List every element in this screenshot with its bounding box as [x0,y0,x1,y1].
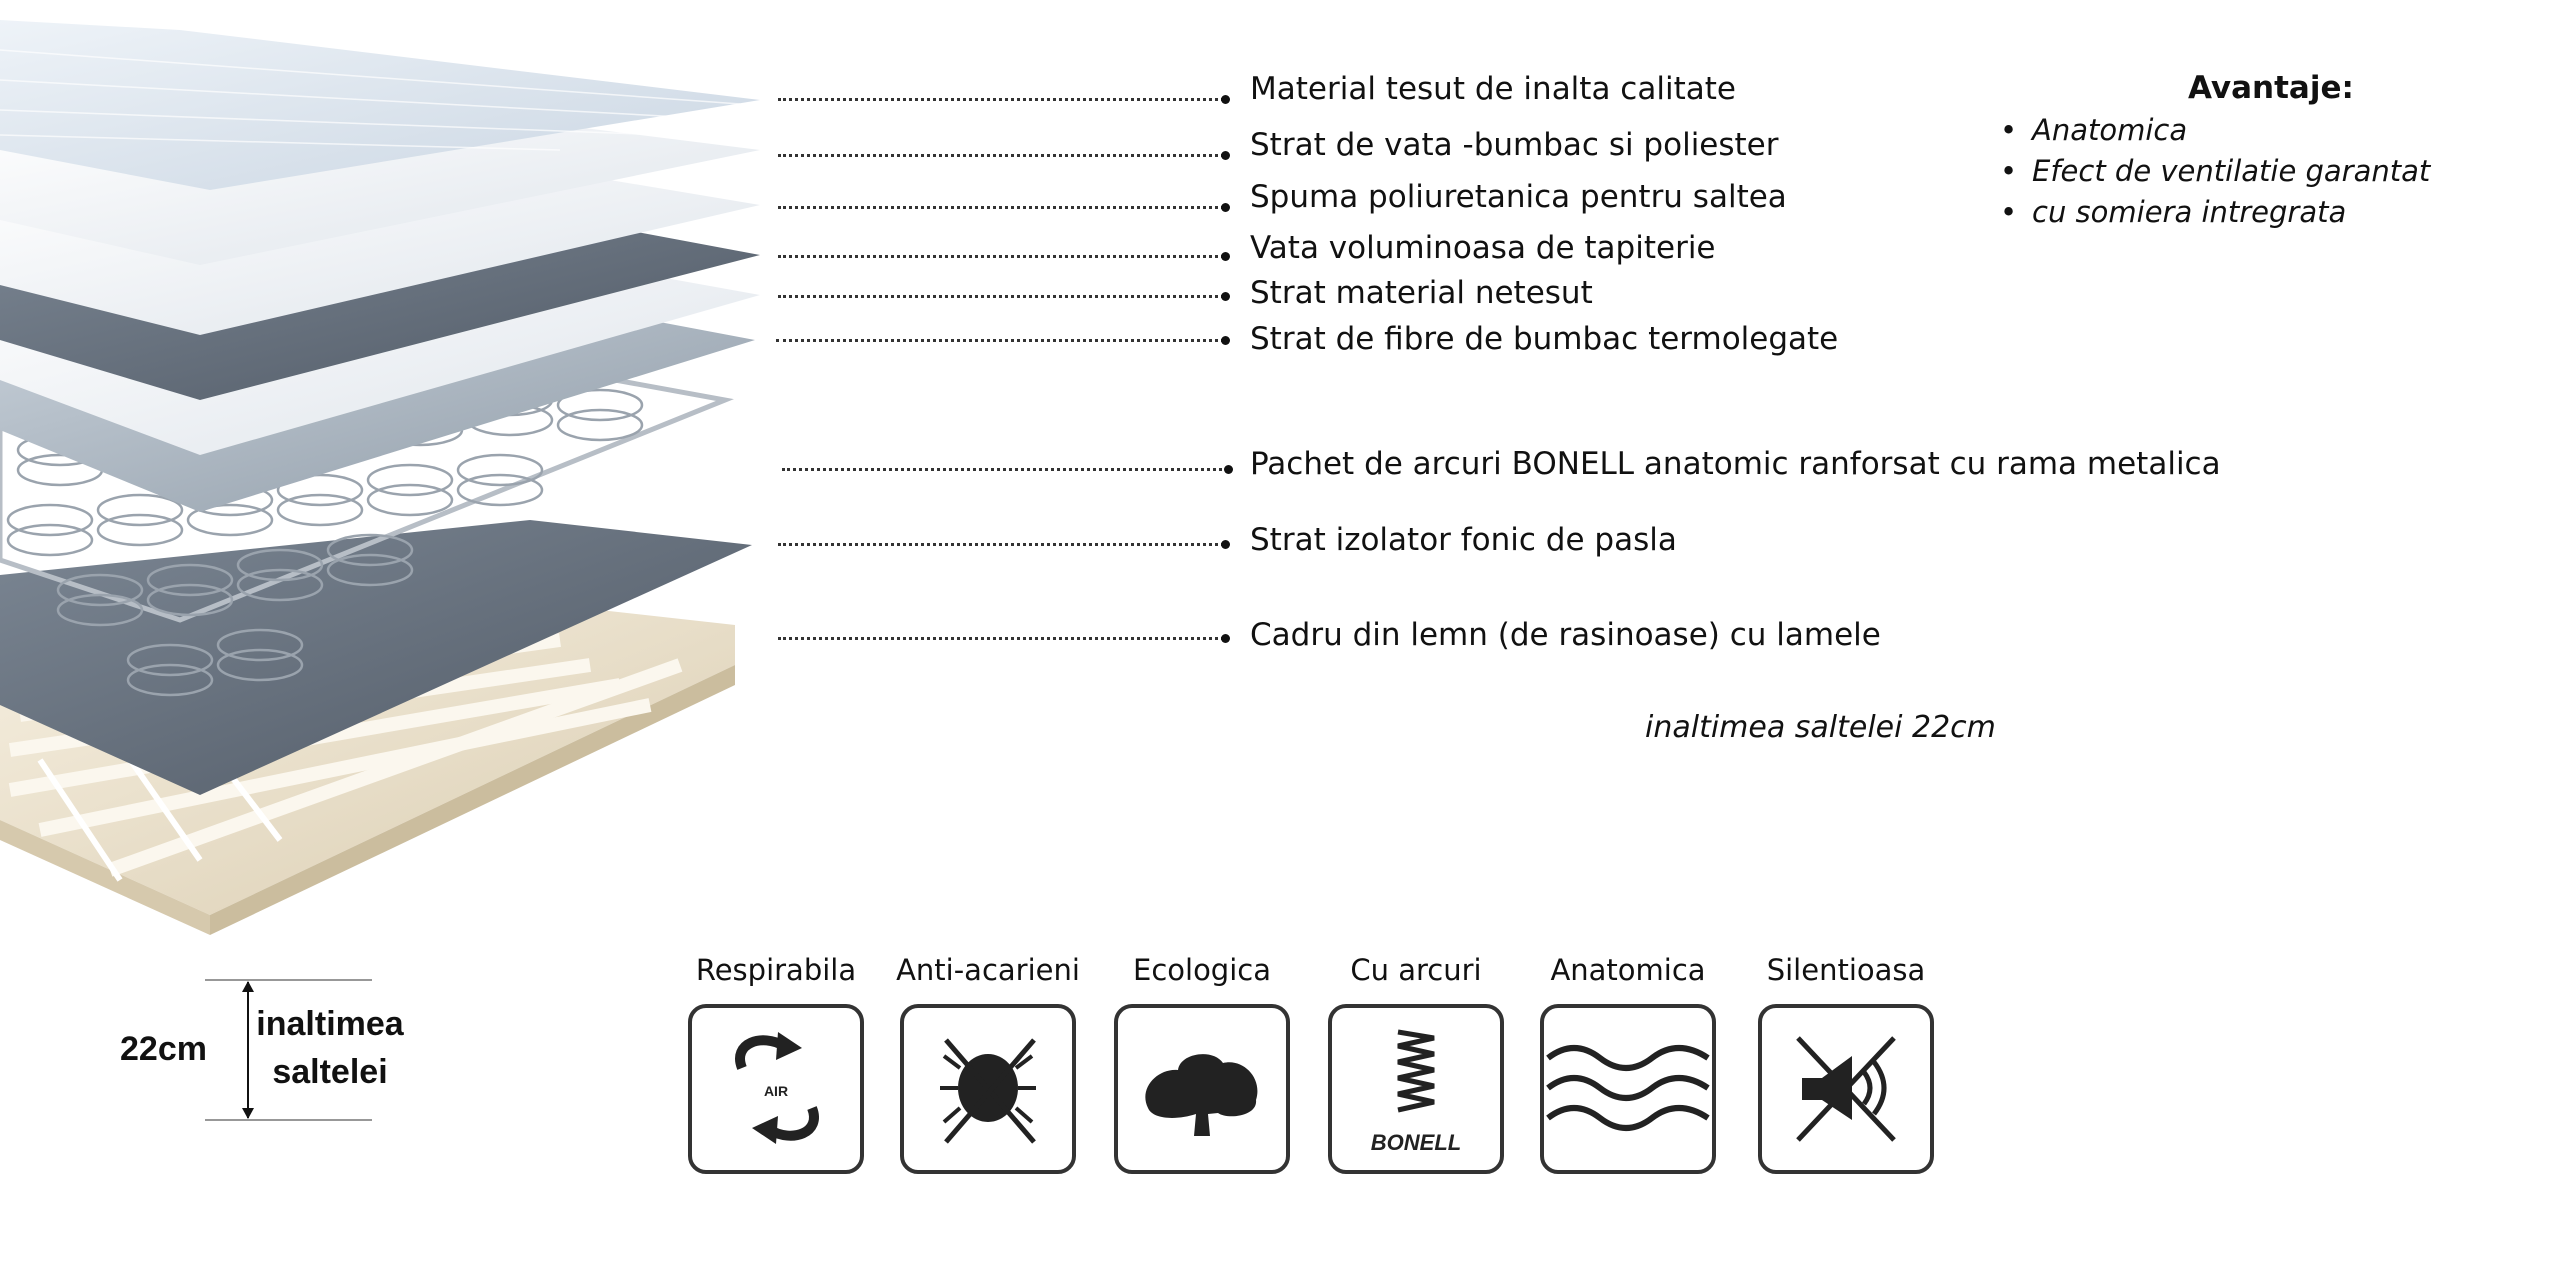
layer-label-fabric: Material tesut de inalta calitate [1250,71,1736,107]
leader-line [778,637,1224,640]
advantages-list: Anatomica Efect de ventilatie garantat c… [2000,110,2430,233]
leader-dot [1221,252,1230,261]
feature-anatomica: Anatomica [1528,950,1728,1174]
layer-label-foam: Spuma poliuretanica pentru saltea [1250,179,1787,215]
no-noise-icon [1758,1004,1934,1174]
dimension-value: 22cm [120,1030,207,1068]
feature-label: Silentioasa [1766,953,1926,987]
fabric-quilting [0,49,741,151]
leader-line [778,543,1224,546]
feature-cu-arcuri: Cu arcuri BONELL [1316,950,1516,1174]
advantage-item: cu somiera intregrata [2000,192,2430,233]
no-mites-icon [900,1004,1076,1174]
leader-dot [1224,465,1233,474]
waves-icon [1540,1004,1716,1174]
feature-ecologica: Ecologica [1102,950,1302,1174]
bonell-spring-icon: BONELL [1328,1004,1504,1174]
leader-dot [1221,292,1230,301]
air-circulation-icon: AIR [688,1004,864,1174]
layer-label-felt: Strat izolator fonic de pasla [1250,522,1677,558]
height-dimension: 22cm inaltimea saltelei [100,970,440,1130]
mattress-height-note: inaltimea saltelei 22cm [1645,710,1996,745]
dimension-caption: inaltimea saltelei [256,1005,404,1091]
leader-dot [1221,151,1230,160]
feature-label: Ecologica [1133,953,1271,987]
layer-label-batting: Strat de vata -bumbac si poliester [1250,127,1779,163]
feature-label: Respirabila [695,953,857,987]
feature-label: Anti-acarieni [896,953,1080,987]
layer-label-springs: Pachet de arcuri BONELL anatomic ranfors… [1250,446,2221,482]
advantages-title: Avantaje: [2188,70,2354,106]
leader-line [776,339,1224,342]
advantage-item: Efect de ventilatie garantat [2000,151,2430,192]
feature-label: Cu arcuri [1350,953,1482,987]
fabric-layer [0,20,760,190]
dimension-arrow-icon [205,979,372,1121]
layer-label-non-woven: Strat material netesut [1250,275,1593,311]
tree-icon [1114,1004,1290,1174]
leader-line [782,468,1228,471]
layer-label-wooden-frame: Cadru din lemn (de rasinoase) cu lamele [1250,617,1881,653]
leader-dot [1221,203,1230,212]
advantage-item: Anatomica [2000,110,2430,151]
felt-layer [0,520,752,795]
leader-dot [1221,634,1230,643]
leader-dot [1221,336,1230,345]
leader-line [778,295,1224,298]
svg-text:AIR: AIR [764,1083,788,1099]
layer-label-cotton-fibers: Strat de fibre de bumbac termolegate [1250,321,1839,357]
leader-line [778,206,1224,209]
feature-anti-acarieni: Anti-acarieni [888,950,1088,1174]
leader-dot [1221,540,1230,549]
leader-dot [1221,95,1230,104]
feature-label: Anatomica [1550,953,1706,987]
leader-line [778,154,1224,157]
bonell-text: BONELL [1371,1130,1461,1155]
mattress-layers-illustration [0,20,760,935]
layer-label-upholstery: Vata voluminoasa de tapiterie [1250,230,1716,266]
leader-line [778,98,1224,101]
feature-silentioasa: Silentioasa [1746,950,1946,1174]
leader-line [778,255,1224,258]
feature-respirabila: Respirabila AIR [676,950,876,1174]
